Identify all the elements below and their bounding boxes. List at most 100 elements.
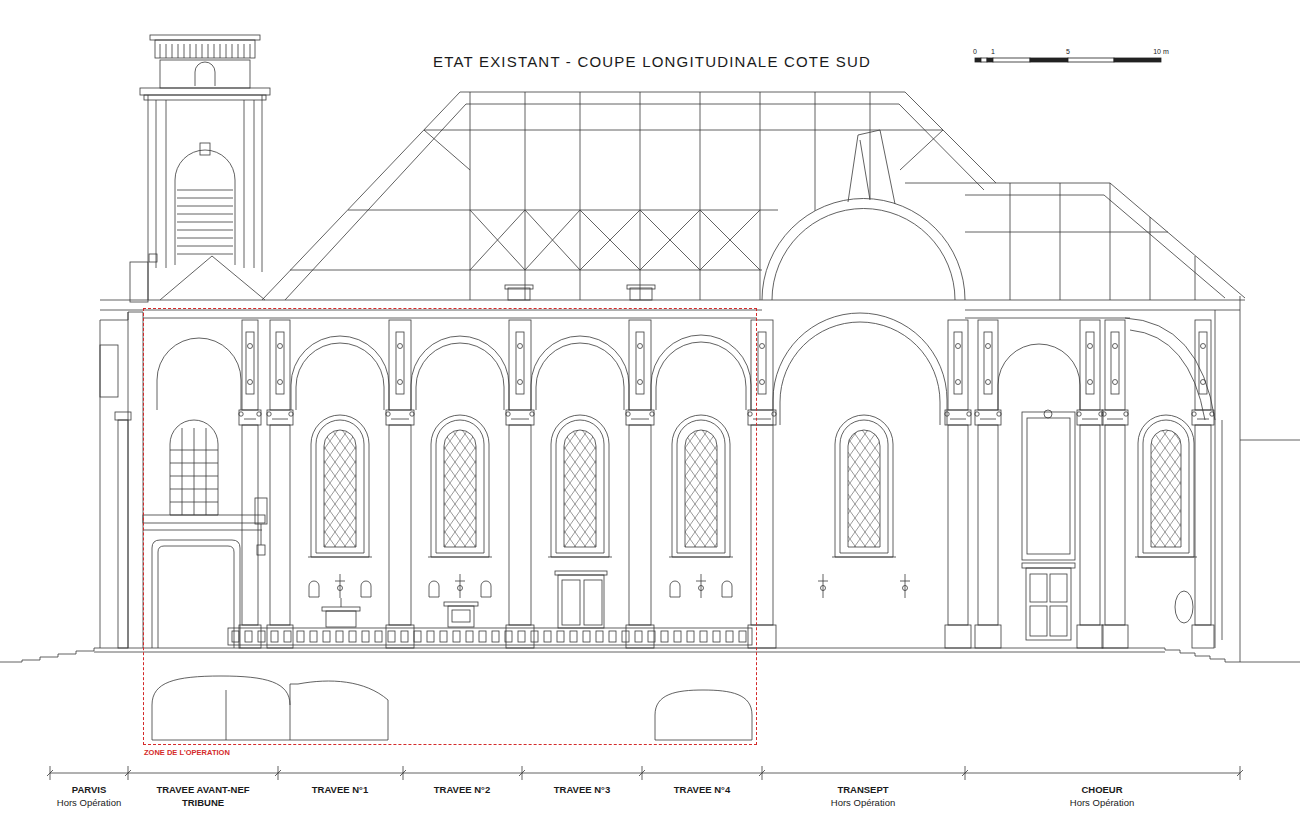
bench-baluster [596, 631, 603, 642]
bench-baluster [414, 631, 421, 642]
bench-baluster [258, 631, 265, 642]
panel-rosette [1088, 344, 1093, 349]
bench-baluster [609, 631, 616, 642]
zone-name: TRAVEE AVANT-NEF TRIBUNE [144, 784, 262, 809]
choir-panel-inner [1027, 418, 1070, 554]
capital-line [950, 419, 966, 420]
tower-upper-stage [160, 60, 250, 88]
truss-brace [580, 210, 640, 270]
truss-post [1060, 183, 1061, 300]
panel-rosette [278, 380, 283, 385]
baluster [190, 44, 191, 58]
capital-volute [1192, 412, 1196, 416]
tower-wall [262, 95, 263, 272]
facade-capital [115, 412, 131, 420]
pilaster-base [1192, 625, 1214, 648]
baluster [220, 44, 221, 58]
window-transom [170, 502, 218, 503]
dimension-slash [639, 770, 645, 776]
capital-line [391, 419, 409, 420]
dimension-slash [962, 770, 968, 776]
capital-volute [1077, 412, 1081, 416]
pilaster-base [975, 625, 1001, 648]
pilaster-capital [506, 410, 534, 425]
panel-ornament [1199, 332, 1207, 394]
choir-wall [1240, 296, 1241, 662]
facade-wall [143, 312, 144, 648]
window-sill [428, 557, 492, 558]
panel-ornament [758, 332, 766, 394]
window-frame-inner [316, 420, 364, 553]
truss-brace [900, 130, 943, 170]
facade-pilaster [118, 420, 128, 648]
tower-column [156, 100, 157, 268]
truss-brace [640, 210, 700, 270]
section-drawing [0, 35, 1300, 780]
panel-rosette [638, 344, 643, 349]
bench-baluster [310, 631, 317, 642]
capital-volute [650, 412, 654, 416]
bay-arch-inner [536, 343, 624, 410]
scale-segment [975, 58, 981, 62]
cross-medallion [699, 586, 704, 591]
bench-baluster [479, 631, 486, 642]
pilaster-base [386, 625, 414, 648]
wall-cross [818, 581, 828, 582]
bench-baluster [492, 631, 499, 642]
window-frame [431, 415, 489, 557]
bench-baluster [453, 631, 460, 642]
vault-tie [508, 288, 530, 300]
panel-rosette [1113, 344, 1118, 349]
tower-cap [150, 35, 260, 40]
capital-volute [1124, 412, 1128, 416]
scale-segment [993, 58, 1030, 62]
choir-oval [1175, 591, 1193, 623]
tribune-line [143, 530, 262, 531]
bench-baluster [271, 631, 278, 642]
vault-tie [627, 285, 655, 289]
bench-baluster [583, 631, 590, 642]
bench-baluster [245, 631, 252, 642]
pilaster-capital [1077, 410, 1103, 425]
panel-rosette [956, 380, 961, 385]
truss-post [870, 92, 871, 199]
bench-baluster [297, 631, 304, 642]
altar-panel [452, 610, 470, 622]
zone-status: Hors Opération [57, 797, 121, 810]
capital-line [631, 419, 649, 420]
wall-cross [900, 581, 910, 582]
truss-brace [700, 210, 760, 270]
window-frame-inner [677, 420, 725, 553]
door-panel [1030, 606, 1047, 636]
pilaster-panel [389, 320, 411, 410]
window-transom [170, 489, 218, 490]
pilaster-shaft [509, 425, 531, 625]
scale-unit: 10 m [1153, 47, 1169, 57]
panel-rosette [248, 380, 253, 385]
pilaster-base [626, 625, 654, 648]
baluster [226, 44, 227, 58]
pilaster-panel [978, 320, 998, 410]
truss-beam [965, 232, 1168, 233]
bench-baluster [362, 631, 369, 642]
capital-volute [410, 412, 414, 416]
tribune-slab [143, 515, 265, 523]
panel-ornament [246, 332, 254, 394]
dimension-slash [519, 770, 525, 776]
capital-line [511, 419, 529, 420]
zone-label: ZONE DE L'OPERATION [144, 748, 230, 757]
truss-beam [348, 210, 778, 211]
panel-rosette [1201, 344, 1206, 349]
wall-niche [481, 581, 491, 597]
scale-segment [981, 58, 987, 62]
pilaster-panel [1080, 320, 1100, 410]
panel-rosette [1088, 380, 1093, 385]
bench-baluster [401, 631, 408, 642]
bench-baluster [518, 631, 525, 642]
panel-ornament [954, 332, 962, 394]
tower-cornice [140, 88, 270, 95]
facade-window [100, 345, 118, 397]
pilaster-panel [242, 320, 258, 410]
dimension-slash [47, 770, 53, 776]
capital-volute [506, 412, 510, 416]
